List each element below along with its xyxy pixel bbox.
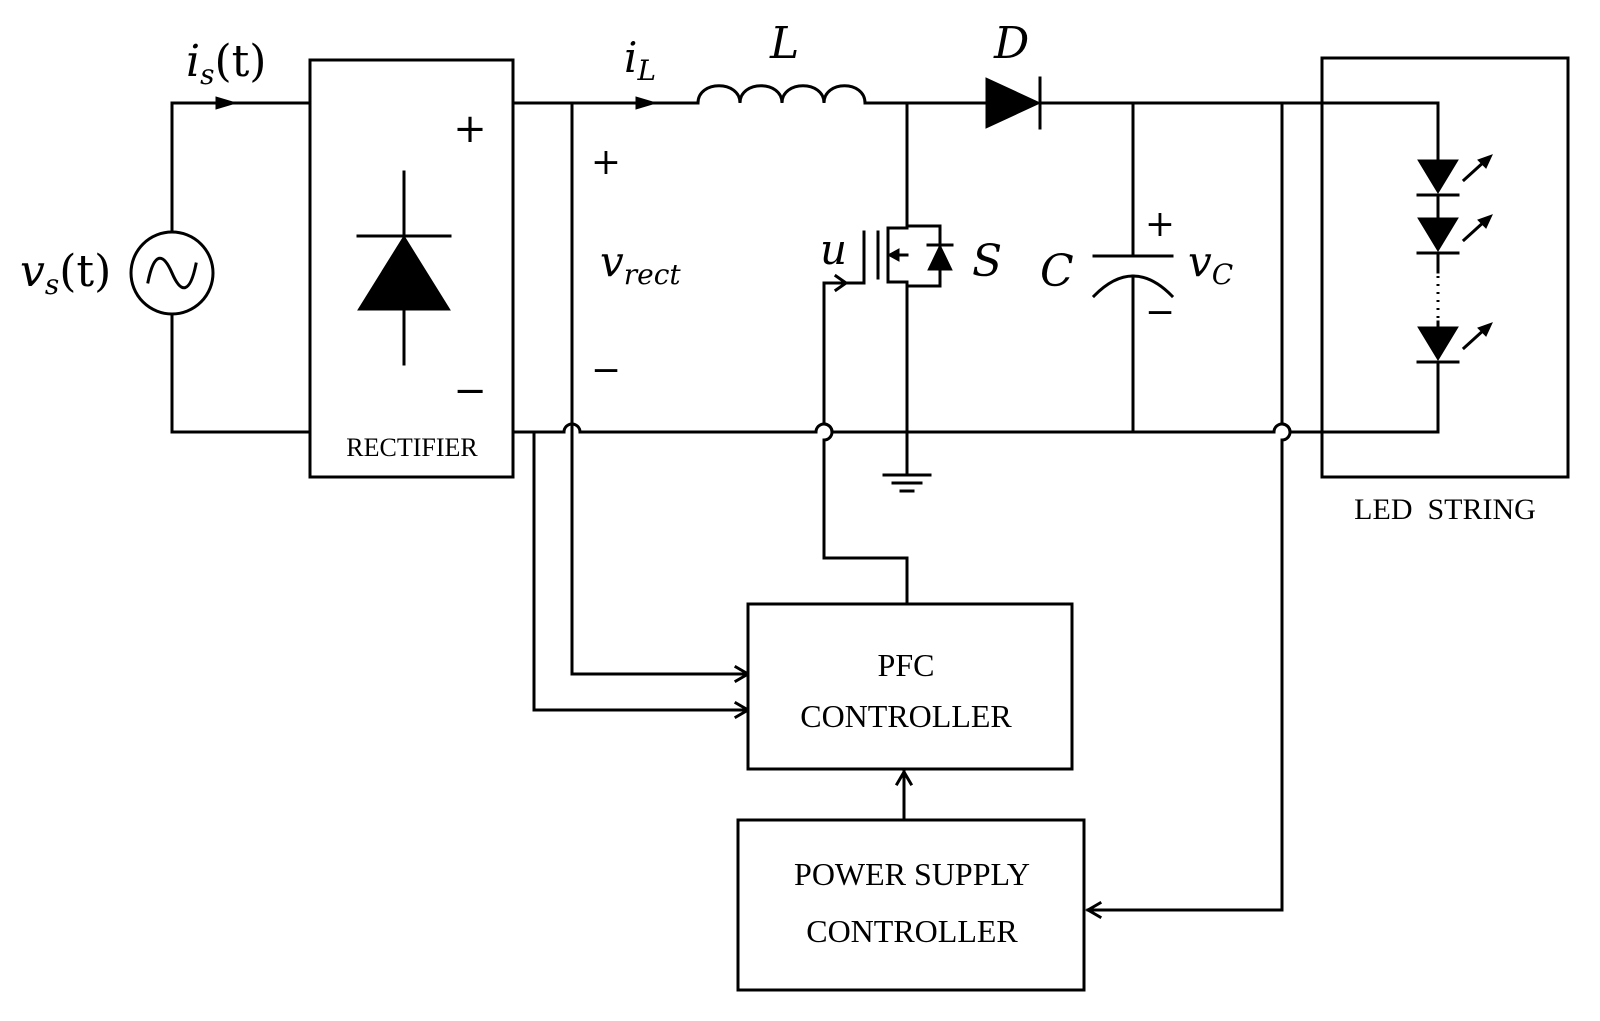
psc-label-line1: POWER SUPPLY — [794, 856, 1030, 892]
diode-D — [985, 76, 1042, 130]
vc-plus: + — [1145, 204, 1175, 245]
inductor-L — [696, 84, 867, 105]
switch-label: S — [972, 236, 1002, 287]
gate-label: u — [820, 225, 847, 274]
vc-minus: − — [1145, 292, 1175, 333]
led-sense-wire — [1086, 101, 1292, 912]
pfc-label-line2: CONTROLLER — [800, 698, 1012, 734]
psc-label-line2: CONTROLLER — [806, 913, 1018, 949]
psc-input-arrow — [1085, 900, 1103, 920]
vrect-plus: + — [591, 142, 621, 183]
led-string-block — [1320, 56, 1570, 479]
ac-voltage-source — [129, 230, 215, 316]
vs-label: vs(t) — [20, 246, 111, 301]
diode-label: D — [993, 18, 1029, 69]
rectifier-minus: − — [453, 368, 487, 414]
vrect-label: vrect — [600, 237, 681, 291]
capacitor-C — [1091, 101, 1175, 434]
led-n — [1416, 320, 1493, 364]
pfc-controller-block — [746, 602, 1074, 771]
rectifier-plus: + — [453, 106, 487, 152]
rectifier-diode-symbol — [356, 170, 452, 366]
mosfet-switch-S — [876, 101, 954, 477]
inductor-label: L — [769, 18, 799, 69]
il-label: iL — [624, 33, 656, 87]
led-string-label: LED STRING — [1354, 493, 1536, 526]
psc-to-pfc-arrow — [894, 769, 914, 787]
rectifier-block — [308, 58, 515, 479]
vc-label: vC — [1188, 237, 1233, 291]
led-2 — [1416, 214, 1493, 274]
power-supply-controller-block — [736, 818, 1086, 992]
ground-symbol — [882, 473, 932, 493]
pfc-label-line1: PFC — [878, 647, 935, 683]
gate-drive-wire — [822, 281, 909, 606]
gate-arrow-head — [833, 273, 849, 293]
rectifier-label: RECTIFIER — [346, 433, 478, 462]
capacitor-label: C — [1040, 246, 1074, 297]
is-label: is(t) — [186, 36, 266, 91]
top-rail-wire — [511, 101, 1440, 162]
led-1 — [1416, 154, 1493, 220]
il-current-arrow — [635, 96, 658, 110]
vrect-minus: − — [591, 350, 621, 391]
sense-wire-lower — [532, 430, 750, 712]
bottom-rail-wire — [511, 360, 1440, 434]
is-current-arrow — [215, 96, 238, 110]
source-wires — [170, 101, 312, 434]
